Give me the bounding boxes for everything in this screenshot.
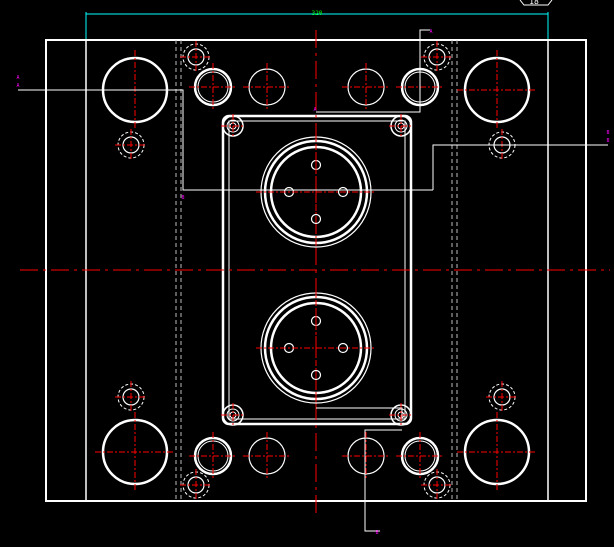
return-pin-hole (396, 432, 444, 480)
leader-line (316, 29, 430, 113)
leader-marker-label: B (606, 130, 609, 136)
top-dimension-label: 320 (312, 10, 323, 17)
return-pin-hole (243, 63, 291, 111)
return-pin-hole (342, 432, 390, 480)
leader-marker-label: B (181, 195, 184, 201)
screw-hole (115, 129, 147, 161)
corner-note: 18 (519, 0, 553, 6)
cavity-screw (389, 114, 413, 138)
screw-hole (115, 381, 147, 413)
leader-line (364, 429, 402, 532)
leader-marker-label: A (16, 75, 19, 81)
screw-hole (180, 469, 212, 501)
screw-hole (486, 381, 518, 413)
return-pin-hole (342, 63, 390, 111)
cavity-insert (256, 132, 376, 252)
guide-pillar-hole (457, 412, 537, 492)
corner-note-label: 18 (529, 0, 539, 6)
cavity-screw (389, 403, 413, 427)
main-centerlines (20, 30, 610, 515)
leader-line (432, 144, 608, 190)
cavity-screw (221, 403, 245, 427)
guide-pillar-hole (95, 412, 175, 492)
return-pin-hole (243, 432, 291, 480)
screw-hole (421, 41, 453, 73)
leader-line (316, 407, 403, 418)
leader-marker-label: A (429, 29, 432, 35)
return-pin-hole (189, 63, 237, 111)
ejector-pin-hole (337, 186, 349, 198)
guide-pillar-hole (457, 50, 537, 130)
ejector-pin-hole (310, 213, 322, 225)
leader-marker-label: B (606, 138, 609, 144)
cavity-screw (221, 114, 245, 138)
screw-hole (421, 469, 453, 501)
leader-line (18, 89, 433, 191)
cavity-insert (256, 288, 376, 408)
leader-lines (18, 29, 608, 532)
ejector-pin-hole (337, 342, 349, 354)
screw-hole (180, 41, 212, 73)
leader-marker-label: A (16, 83, 19, 89)
leader-marker-label: A (313, 107, 316, 113)
leader-marker-label: B (375, 530, 378, 536)
return-pin-hole (189, 432, 237, 480)
ejector-pin-hole (310, 369, 322, 381)
